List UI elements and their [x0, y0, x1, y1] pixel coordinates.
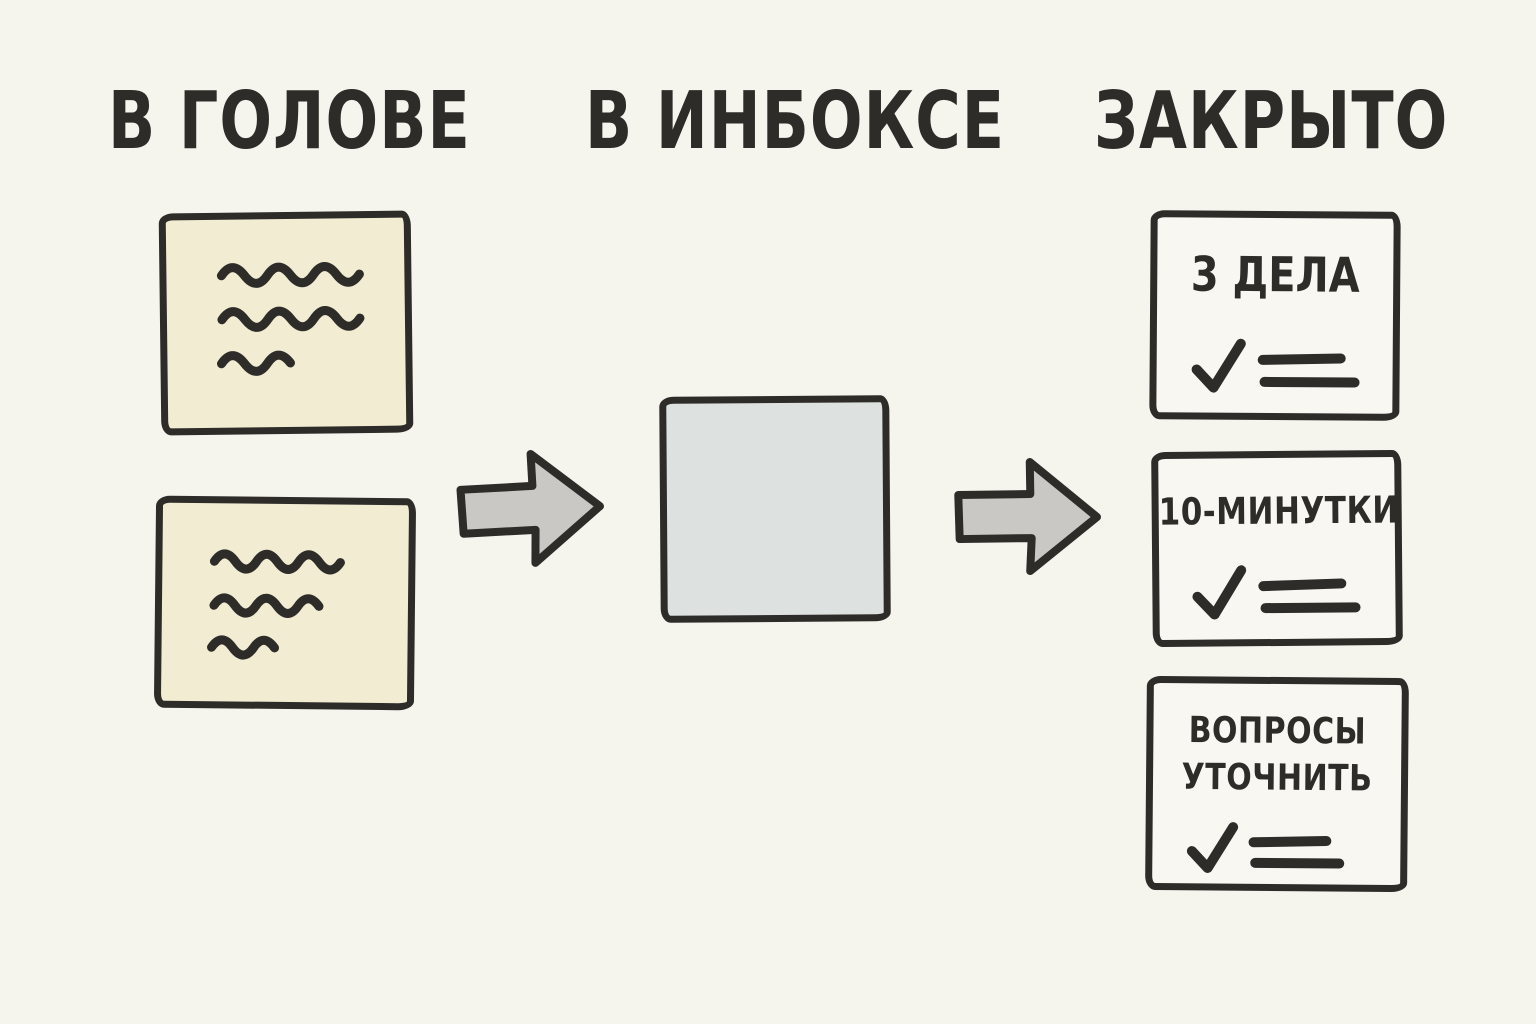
sticky-note-2: [153, 495, 417, 711]
card-title-line-1: ВОПРОСЫ: [1188, 709, 1367, 754]
sticky-note-1: [158, 210, 414, 436]
scribble-lines-icon: [166, 218, 407, 429]
card-title: ВОПРОСЫ УТОЧНИТЬ: [1153, 707, 1402, 803]
heading-in-head: В ГОЛОВЕ: [108, 74, 471, 168]
checkmark-list-icon: [1189, 561, 1370, 625]
right-arrow-icon: [453, 442, 606, 574]
card-clarify-questions: ВОПРОСЫ УТОЧНИТЬ: [1145, 675, 1409, 893]
scribble-lines-icon: [161, 503, 409, 704]
inbox-square: [659, 395, 891, 623]
heading-closed: ЗАКРЫТО: [1094, 74, 1449, 168]
checkmark-list-icon: [1188, 335, 1368, 398]
checkmark-list-icon: [1184, 819, 1352, 878]
card-title-line-2: УТОЧНИТЬ: [1181, 756, 1373, 801]
heading-in-inbox: В ИНБОКСЕ: [585, 74, 1006, 168]
card-title: 3 ДЕЛА: [1190, 247, 1360, 304]
card-10-minutes: 10-МИНУТКИ: [1151, 449, 1403, 648]
card-title: 10-МИНУТКИ: [1158, 488, 1399, 535]
card-3-tasks: 3 ДЕЛА: [1149, 210, 1401, 421]
right-arrow-icon: [951, 451, 1103, 581]
